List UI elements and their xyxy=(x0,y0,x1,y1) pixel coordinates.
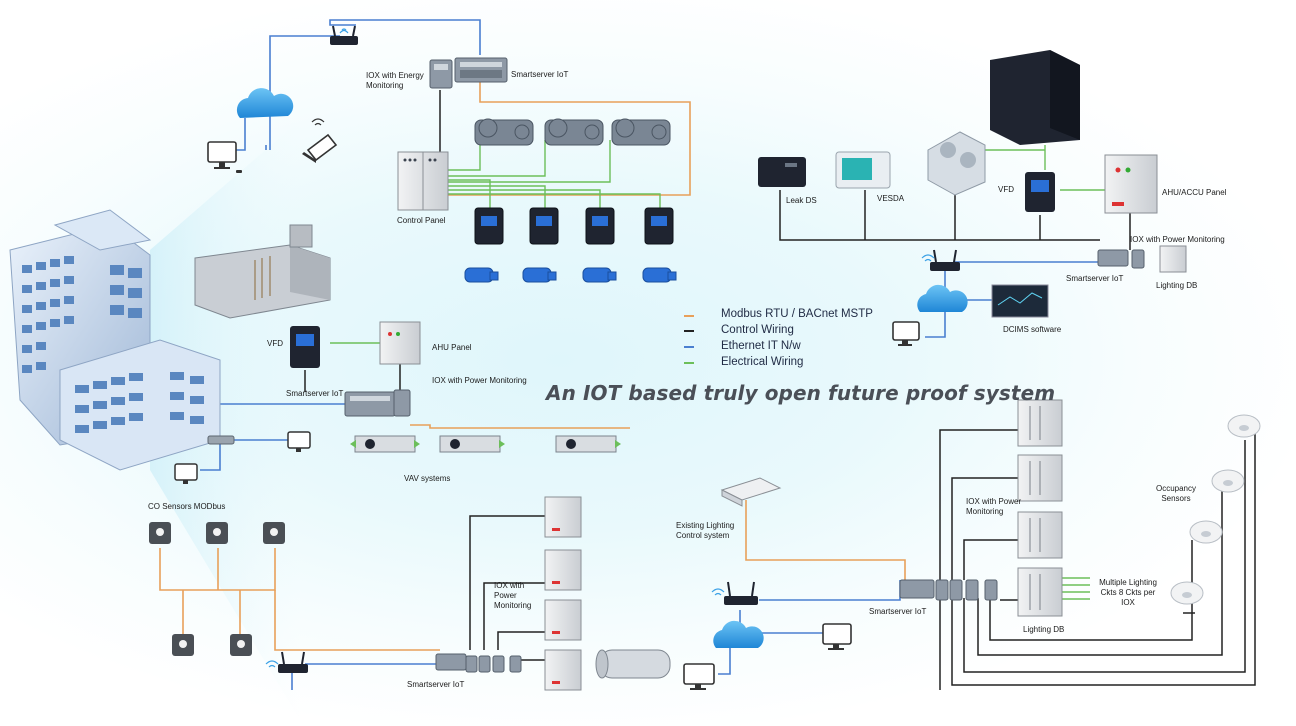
legend-item-electrical: Electrical Wiring xyxy=(721,356,804,368)
co-sensors xyxy=(149,522,285,656)
smartserver-mid-module xyxy=(344,389,411,417)
smartserver-lighting-module xyxy=(899,579,998,601)
control-panel-cabinet xyxy=(397,151,449,211)
router-bottom-right xyxy=(711,581,758,605)
iox-power-right-label: IOX with Power Monitoring xyxy=(1130,235,1225,244)
cloud-right xyxy=(917,284,968,312)
vesda-device xyxy=(835,151,891,189)
ahu-panel-label: AHU Panel xyxy=(432,343,472,352)
legend-item-control: Control Wiring xyxy=(721,324,794,336)
vfd-right-device xyxy=(1025,172,1055,212)
ahu-accu-panel-cabinet xyxy=(1104,154,1158,214)
cloud-top xyxy=(236,88,294,118)
monitor-bottom xyxy=(683,663,715,690)
router-bottom-left xyxy=(265,651,308,673)
smartserver-right-module xyxy=(1097,249,1145,269)
monitor-left-2 xyxy=(174,463,198,484)
smartserver-bottom-module xyxy=(435,653,522,673)
router-top xyxy=(330,25,358,45)
legend-item-modbus: Modbus RTU / BACnet MSTP xyxy=(721,308,873,320)
co-sensors-label: CO Sensors MODbus xyxy=(148,502,226,511)
ahu-unit xyxy=(194,224,331,319)
legend-swatch-control xyxy=(684,330,694,332)
multiple-ckts-label: Multiple Lighting Ckts 8 Ckts per IOX xyxy=(1099,578,1157,607)
electrical-wiring xyxy=(330,140,1105,600)
smartserver-mid-label: Smartserver IoT xyxy=(286,389,344,398)
vfd-left-label: VFD xyxy=(267,339,283,348)
vfd-top-row xyxy=(474,207,674,245)
vfd-right-label: VFD xyxy=(998,185,1014,194)
occupancy-label: Occupancy Sensors xyxy=(1155,484,1197,503)
router-right xyxy=(921,249,960,271)
building-illustration xyxy=(9,209,221,471)
lighting-db-right-cabinet xyxy=(1159,245,1187,273)
server-rack xyxy=(990,50,1080,145)
legend-swatch-modbus xyxy=(684,315,694,317)
laptop-top xyxy=(302,118,338,163)
iox-power-mid-label: IOX with Power Monitoring xyxy=(432,376,527,385)
dcims-screenshot xyxy=(991,284,1049,318)
smartserver-top-label: Smartserver IoT xyxy=(511,70,569,79)
vesda-label: VESDA xyxy=(877,194,905,203)
accu-unit xyxy=(927,131,986,196)
leak-ds-label: Leak DS xyxy=(786,196,817,205)
vav-label: VAV systems xyxy=(404,474,451,483)
ahu-accu-label: AHU/ACCU Panel xyxy=(1162,188,1227,197)
ahu-panel-cabinet xyxy=(379,321,421,365)
vav-boxes xyxy=(350,435,621,453)
iox-power-bottom-label: IOX with Power Monitoring xyxy=(494,581,532,610)
legend-item-ethernet: Ethernet IT N/w xyxy=(721,340,801,352)
modbus-wiring xyxy=(159,80,906,651)
pump-units xyxy=(464,267,677,283)
monitor-left-1 xyxy=(287,431,311,452)
smartserver-top-module xyxy=(454,57,508,83)
diagram-title: An IOT based truly open future proof sys… xyxy=(546,381,1056,405)
monitor-right xyxy=(892,321,920,346)
lighting-db-cabinets xyxy=(1017,399,1063,617)
vfd-left-device xyxy=(290,326,320,368)
iox-energy-label: IOX with Energy Monitoring xyxy=(366,71,424,90)
chiller-units xyxy=(474,118,671,146)
lighting-db-label: Lighting DB xyxy=(1023,625,1065,634)
dcims-label: DCIMS software xyxy=(1003,325,1062,334)
switch-left xyxy=(207,435,235,445)
existing-lighting-label: Existing Lighting Control system xyxy=(676,521,735,540)
existing-lighting-controller xyxy=(720,477,782,507)
control-wiring xyxy=(304,90,1256,690)
iox-energy-module xyxy=(429,59,453,89)
monitor-bottom-right xyxy=(822,623,852,650)
lighting-db-right-label: Lighting DB xyxy=(1156,281,1198,290)
iox-power-lighting-label: IOX with Power Monitoring xyxy=(966,497,1022,516)
control-panel-label: Control Panel xyxy=(397,216,446,225)
monitor-top xyxy=(207,141,242,173)
leak-ds-device xyxy=(758,157,806,187)
smartserver-bottom-label: Smartserver IoT xyxy=(407,680,465,689)
power-panels-bottom xyxy=(544,496,582,691)
smartserver-right-label: Smartserver IoT xyxy=(1066,274,1124,283)
occupancy-sensors xyxy=(1170,414,1261,605)
legend-swatch-ethernet xyxy=(684,346,694,348)
legend-swatch-electrical xyxy=(684,362,694,364)
exhaust-fan xyxy=(595,649,671,679)
smartserver-lighting-label: Smartserver IoT xyxy=(869,607,927,616)
cloud-bottom xyxy=(713,620,764,648)
